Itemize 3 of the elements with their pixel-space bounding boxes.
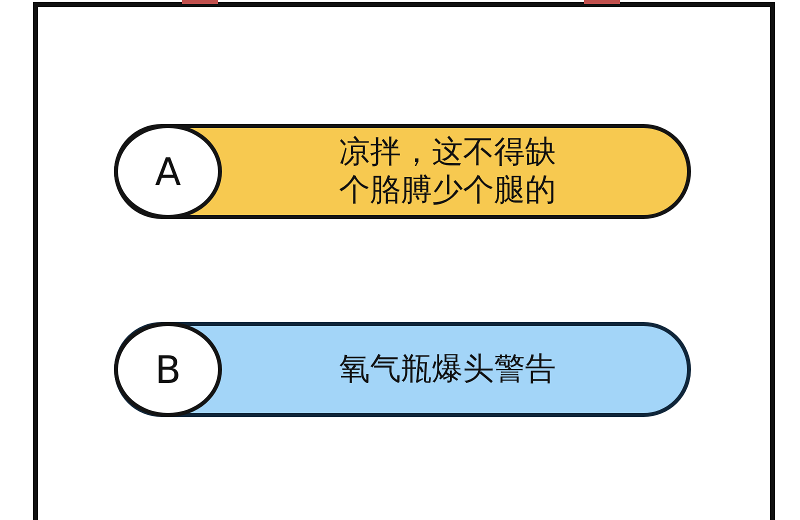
option-text: 氧气瓶爆头警告 bbox=[339, 350, 556, 388]
letter-badge: B bbox=[114, 322, 222, 417]
option-text: 凉拌，这不得缺个胳膊少个腿的 bbox=[338, 134, 557, 210]
